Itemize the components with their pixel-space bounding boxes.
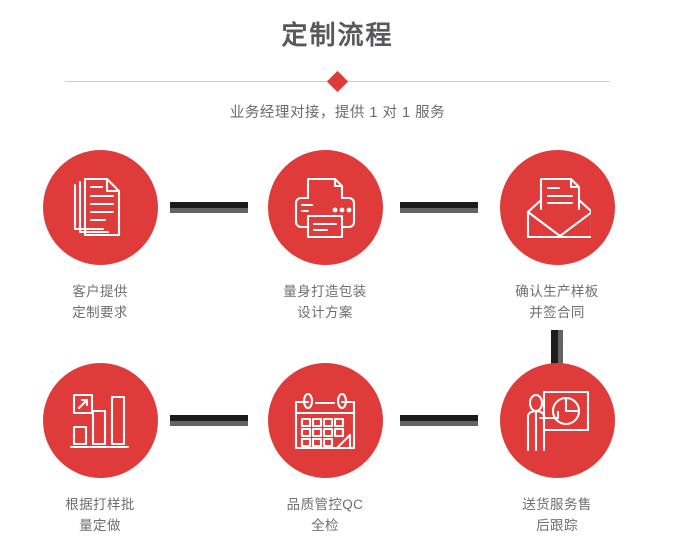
documents-stack-icon <box>67 175 133 241</box>
connector-bar-dark <box>551 330 558 373</box>
connector-bar-grey <box>558 330 563 373</box>
diamond-icon <box>326 70 348 93</box>
page-subtitle: 业务经理对接，提供 1 对 1 服务 <box>229 105 446 121</box>
connector-bar-dark <box>400 202 478 208</box>
presenter-chart-icon <box>524 388 590 454</box>
connector-bar-dark <box>170 415 248 421</box>
connector-4-5 <box>170 415 248 426</box>
title-divider <box>65 70 610 94</box>
flow-step-6-label: 送货服务售 后跟踪 <box>522 497 592 533</box>
connector-bar-grey <box>170 208 248 213</box>
bar-chart-growth-icon <box>68 390 132 452</box>
flow-step-6-circle[interactable] <box>499 363 615 478</box>
connector-bar-grey <box>400 208 478 213</box>
flow-step-1-label: 客户提供 定制要求 <box>72 284 128 320</box>
flow-step-5[interactable]: 品质管控QC 全检 <box>245 363 405 536</box>
connector-5-6 <box>400 415 478 426</box>
flow-step-2[interactable]: 量身打造包装 设计方案 <box>245 150 405 323</box>
flow-step-5-label: 品质管控QC 全检 <box>286 497 364 533</box>
flow-step-3-label: 确认生产样板 并签合同 <box>515 284 599 320</box>
calendar-check-icon <box>292 390 358 452</box>
envelope-document-icon <box>523 176 591 240</box>
connector-bar-dark <box>400 415 478 421</box>
flow-step-4[interactable]: 根据打样批 量定做 <box>20 363 180 536</box>
connector-1-2 <box>170 202 248 213</box>
page-title: 定制流程 <box>281 20 394 50</box>
flow-step-2-circle[interactable] <box>267 150 383 265</box>
flow-step-2-label: 量身打造包装 设计方案 <box>283 284 367 320</box>
printer-icon <box>291 174 359 242</box>
connector-bar-grey <box>400 421 478 426</box>
flow-step-4-circle[interactable] <box>42 363 158 478</box>
connector-3-6 <box>551 330 563 373</box>
flow-step-5-circle[interactable] <box>267 363 383 478</box>
flow-step-1-circle[interactable] <box>42 150 158 265</box>
flow-step-4-label: 根据打样批 量定做 <box>65 497 135 533</box>
process-flow-diagram: 客户提供 定制要求 量身 <box>0 150 675 550</box>
connector-bar-dark <box>170 202 248 208</box>
connector-2-3 <box>400 202 478 213</box>
flow-step-6[interactable]: 送货服务售 后跟踪 <box>477 363 637 536</box>
page-header: 定制流程 业务经理对接，提供 1 对 1 服务 <box>0 0 675 124</box>
flow-step-1[interactable]: 客户提供 定制要求 <box>20 150 180 323</box>
connector-bar-grey <box>170 421 248 426</box>
flow-step-3-circle[interactable] <box>499 150 615 265</box>
flow-step-3[interactable]: 确认生产样板 并签合同 <box>477 150 637 323</box>
